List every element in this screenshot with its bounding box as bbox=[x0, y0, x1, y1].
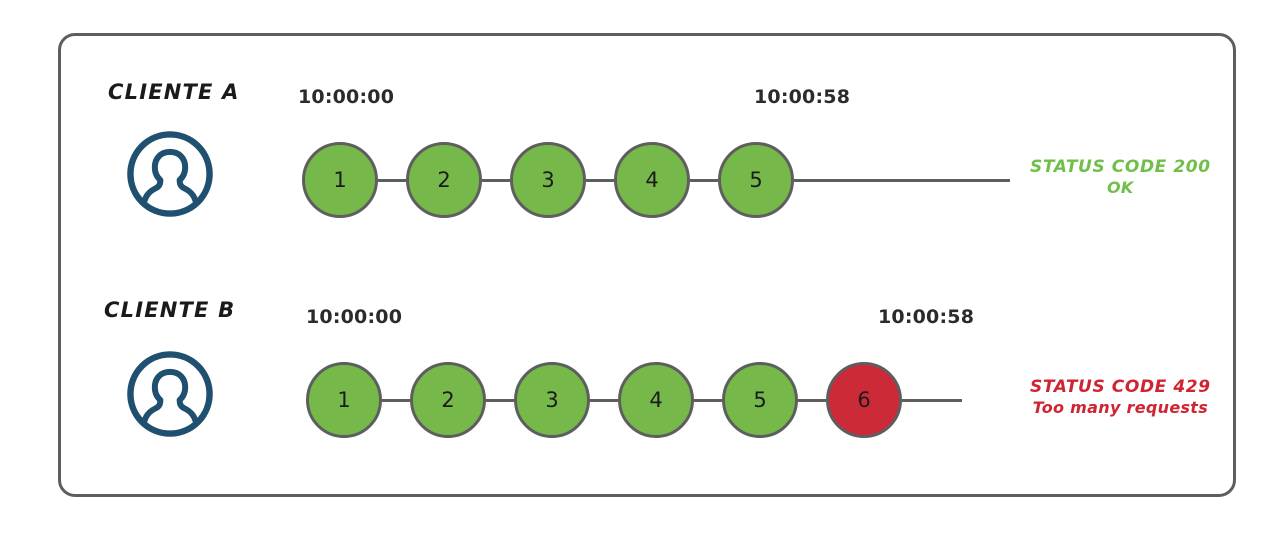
chain-connector bbox=[690, 179, 718, 182]
request-node: 4 bbox=[618, 362, 694, 438]
chain-connector bbox=[482, 179, 510, 182]
client-a-status-main: STATUS CODE 200 bbox=[1030, 157, 1211, 177]
chain-connector bbox=[586, 179, 614, 182]
request-node: 6 bbox=[826, 362, 902, 438]
chain-connector bbox=[382, 399, 410, 402]
chain-connector bbox=[486, 399, 514, 402]
chain-connector bbox=[694, 399, 722, 402]
client-b-status: STATUS CODE 429 Too many requests bbox=[1030, 377, 1211, 417]
user-avatar-icon bbox=[124, 128, 216, 220]
request-node: 4 bbox=[614, 142, 690, 218]
request-node: 1 bbox=[306, 362, 382, 438]
chain-connector bbox=[590, 399, 618, 402]
request-node: 2 bbox=[410, 362, 486, 438]
request-node: 3 bbox=[514, 362, 590, 438]
client-a-status: STATUS CODE 200 OK bbox=[1030, 157, 1211, 197]
chain-tail-connector bbox=[794, 179, 1010, 182]
request-node: 5 bbox=[718, 142, 794, 218]
request-node: 2 bbox=[406, 142, 482, 218]
client-a-time-end: 10:00:58 bbox=[754, 86, 851, 108]
client-b-time-start: 10:00:00 bbox=[306, 306, 403, 328]
client-b-label: CLIENTE B bbox=[104, 298, 236, 322]
user-avatar-icon bbox=[124, 348, 216, 440]
client-a-status-sub: OK bbox=[1107, 177, 1134, 197]
request-node: 3 bbox=[510, 142, 586, 218]
client-a-label: CLIENTE A bbox=[108, 80, 240, 104]
client-a-time-start: 10:00:00 bbox=[298, 86, 395, 108]
client-b-status-main: STATUS CODE 429 bbox=[1030, 377, 1211, 397]
chain-connector bbox=[798, 399, 826, 402]
request-node: 1 bbox=[302, 142, 378, 218]
chain-tail-connector bbox=[902, 399, 962, 402]
client-b-time-end: 10:00:58 bbox=[878, 306, 975, 328]
client-b-status-sub: Too many requests bbox=[1032, 397, 1209, 417]
chain-connector bbox=[378, 179, 406, 182]
request-node: 5 bbox=[722, 362, 798, 438]
